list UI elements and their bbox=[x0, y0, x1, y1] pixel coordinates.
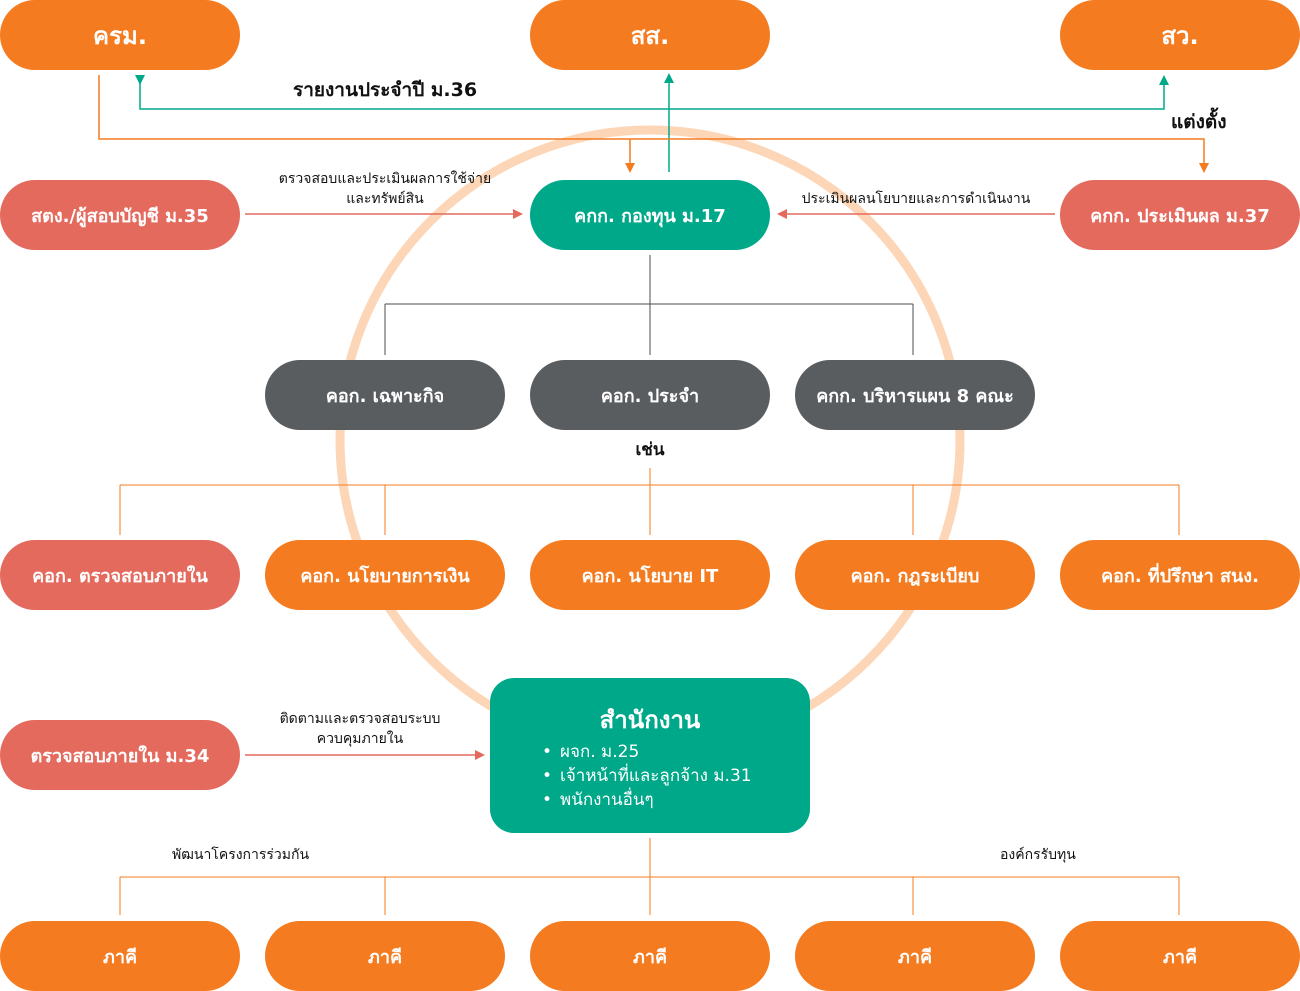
example-committee-tree bbox=[119, 468, 1180, 535]
label-monitor-line2: ควบคุมภายใน bbox=[316, 731, 404, 747]
subcommittee-tree bbox=[384, 255, 914, 355]
node-office: สำนักงาน ผจก. ม.25 เจ้าหน้าที่และลูกจ้าง… bbox=[490, 678, 810, 833]
node-internal-audit: ตรวจสอบภายใน ม.34 bbox=[0, 720, 240, 790]
appoint-line bbox=[98, 75, 1209, 173]
partner-tree bbox=[119, 838, 1180, 915]
annual-report-line bbox=[135, 75, 1169, 110]
node-plan-board: คกก. บริหารแผน 8 คณะ bbox=[795, 360, 1035, 430]
node-auditor: สตง./ผู้สอบบัญชี ม.35 bbox=[0, 180, 240, 250]
node-partner-2: ภาคี bbox=[265, 921, 505, 991]
node-partner-3: ภาคี bbox=[530, 921, 770, 991]
label-evaluate-policy: ประเมินผลนโยบายและการดำเนินงาน bbox=[801, 191, 1031, 207]
office-item-others: พนักงานอื่นๆ bbox=[542, 788, 752, 812]
node-standing-committee: คอก. ประจำ bbox=[530, 360, 770, 430]
label-joint-projects: พัฒนาโครงการร่วมกัน bbox=[172, 847, 310, 863]
node-eval-board: คกก. ประเมินผล ม.37 bbox=[1060, 180, 1300, 250]
node-advisory-committee: คอก. ที่ปรึกษา สนง. bbox=[1060, 540, 1300, 610]
node-finance-policy-committee: คอก. นโยบายการเงิน bbox=[265, 540, 505, 610]
office-title: สำนักงาน bbox=[599, 706, 701, 734]
office-list: ผจก. ม.25 เจ้าหน้าที่และลูกจ้าง ม.31 พนั… bbox=[542, 740, 752, 812]
label-appoint: แต่งตั้ง bbox=[1171, 111, 1227, 133]
label-grant-orgs: องค์กรรับทุน bbox=[1000, 847, 1076, 863]
label-audit-assets: ตรวจสอบและประเมินผลการใช้จ่าย และทรัพย์ส… bbox=[262, 169, 508, 209]
node-ss: สส. bbox=[530, 0, 770, 70]
node-partner-1: ภาคี bbox=[0, 921, 240, 991]
label-audit-assets-line1: ตรวจสอบและประเมินผลการใช้จ่าย bbox=[278, 171, 492, 187]
office-item-staff: เจ้าหน้าที่และลูกจ้าง ม.31 bbox=[542, 764, 752, 788]
label-monitor: ติดตามและตรวจสอบระบบ ควบคุมภายใน bbox=[250, 709, 470, 749]
node-partner-5: ภาคี bbox=[1060, 921, 1300, 991]
label-such-as: เช่น bbox=[635, 440, 665, 460]
label-audit-assets-line2: และทรัพย์สิน bbox=[346, 191, 424, 207]
label-annual-report: รายงานประจำปี ม.36 bbox=[293, 79, 478, 101]
node-fund-board: คกก. กองทุน ม.17 bbox=[530, 180, 770, 250]
node-partner-4: ภาคี bbox=[795, 921, 1035, 991]
node-krm: ครม. bbox=[0, 0, 240, 70]
node-regulation-committee: คอก. กฎระเบียบ bbox=[795, 540, 1035, 610]
node-it-policy-committee: คอก. นโยบาย IT bbox=[530, 540, 770, 610]
node-sw: สว. bbox=[1060, 0, 1300, 70]
label-monitor-line1: ติดตามและตรวจสอบระบบ bbox=[279, 711, 441, 727]
node-specific-committee: คอก. เฉพาะกิจ bbox=[265, 360, 505, 430]
node-internal-audit-committee: คอก. ตรวจสอบภายใน bbox=[0, 540, 240, 610]
office-item-manager: ผจก. ม.25 bbox=[542, 740, 752, 764]
